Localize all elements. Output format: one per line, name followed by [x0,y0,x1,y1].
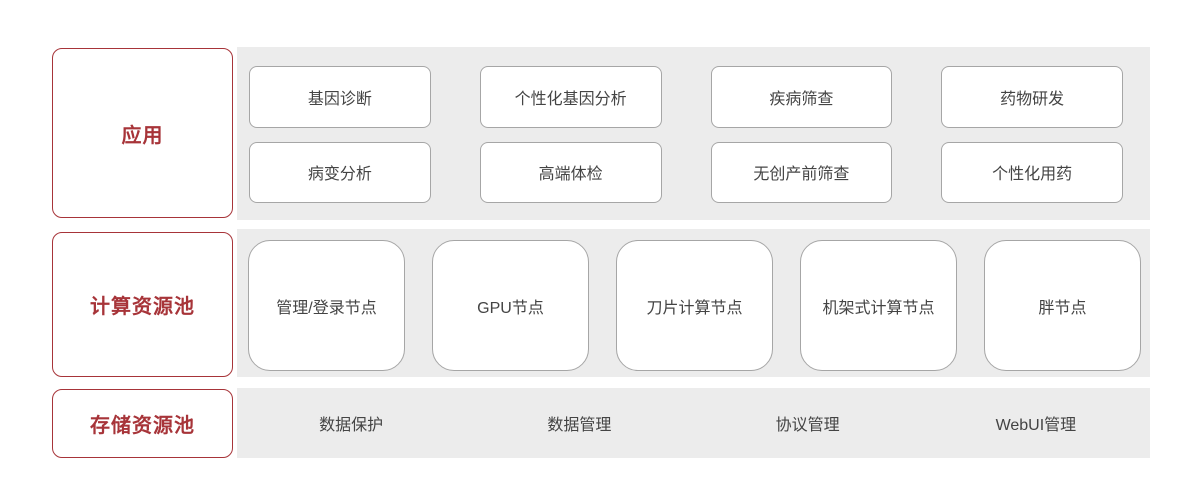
compute-pool-label-text: 计算资源池 [90,296,195,318]
application-item: 个性化用药 [941,141,1123,203]
application-item-label: 药物研发 [1000,90,1065,108]
application-item: 病变分析 [249,141,431,203]
application-item: 药物研发 [941,66,1123,128]
compute-node-label: 胖节点 [1038,299,1087,317]
storage-pool-label: 存储资源池 [52,389,233,458]
storage-feature-label: 数据管理 [547,417,612,434]
application-item-label: 个性化用药 [992,166,1073,184]
compute-node-label: 刀片计算节点 [646,299,743,317]
application-item-label: 疾病筛查 [769,90,834,108]
compute-node-item: GPU节点 [432,240,589,371]
compute-node-item: 刀片计算节点 [616,240,773,371]
compute-node-item: 机架式计算节点 [800,240,957,371]
compute-node-item: 管理/登录节点 [248,240,405,371]
application-item: 疾病筛查 [710,66,893,128]
compute-panel: 管理/登录节点 GPU节点 刀片计算节点 机架式计算节点 胖节点 [237,229,1150,377]
compute-node-label: 机架式计算节点 [822,299,935,317]
storage-feature-item: 协议管理 [694,411,922,435]
application-item: 个性化基因分析 [479,66,662,128]
application-item-label: 病变分析 [307,166,372,184]
storage-feature-item: 数据管理 [465,411,693,435]
storage-feature-label: 协议管理 [775,417,840,434]
compute-node-item: 胖节点 [984,240,1141,371]
storage-feature-label: WebUI管理 [995,417,1077,434]
application-item: 基因诊断 [249,66,431,128]
storage-feature-label: 数据保护 [319,417,384,434]
application-item-label: 高端体检 [538,166,603,184]
application-pool-label-text: 应用 [121,124,164,147]
storage-feature-item: 数据保护 [237,411,465,435]
compute-node-label: 管理/登录节点 [276,299,377,317]
application-pool-label: 应用 [52,48,233,218]
storage-panel: 数据保护 数据管理 协议管理 WebUI管理 [237,388,1150,458]
compute-pool-label: 计算资源池 [52,232,233,377]
application-item: 高端体检 [479,141,662,203]
compute-node-label: GPU节点 [477,299,544,317]
application-item-label: 基因诊断 [307,90,372,108]
application-item: 无创产前筛查 [710,141,893,203]
application-panel: 基因诊断 个性化基因分析 疾病筛查 药物研发 病变分析 高端体检 无创产前筛查 … [237,47,1150,220]
storage-feature-item: WebUI管理 [922,411,1150,435]
application-item-label: 无创产前筛查 [753,166,850,184]
application-item-label: 个性化基因分析 [514,90,627,108]
storage-pool-label-text: 存储资源池 [90,415,195,437]
